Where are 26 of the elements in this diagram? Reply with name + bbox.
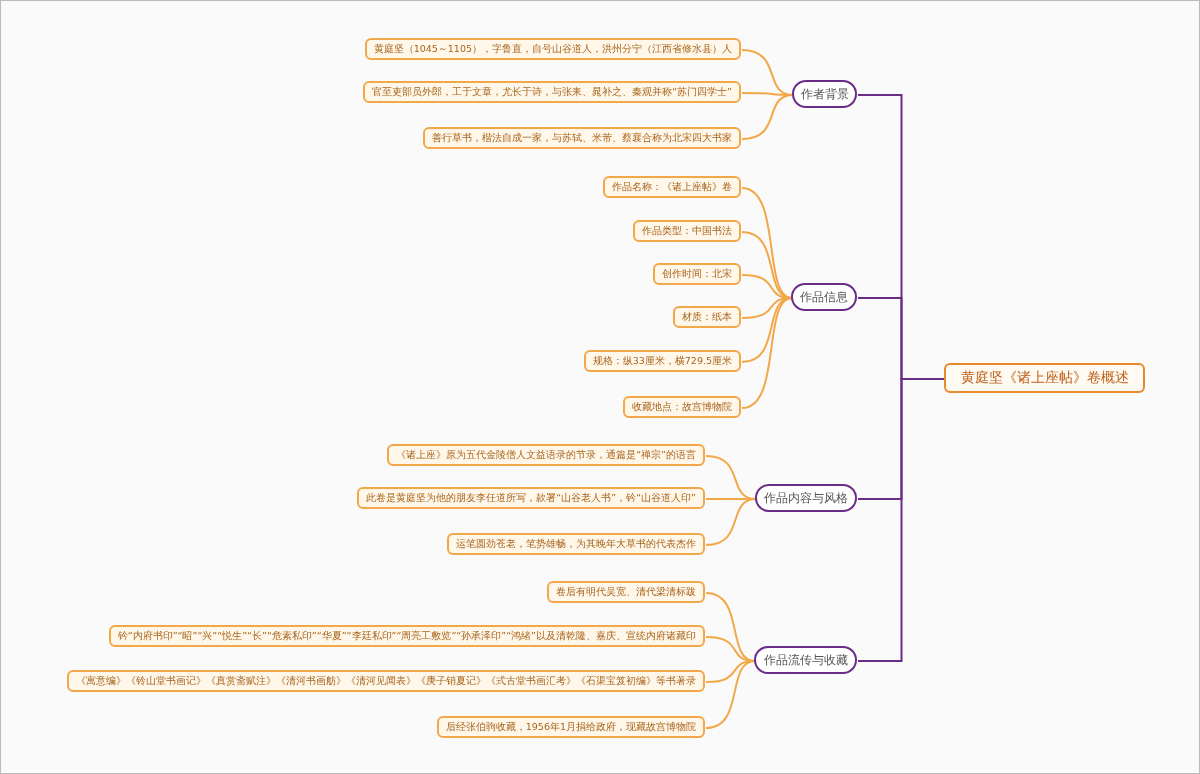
detail-box: 规格：纵33厘米，横729.5厘米: [583, 350, 741, 372]
detail-box: 作品类型：中国书法: [633, 220, 741, 242]
detail-box: 《寓意编》《铃山堂书画记》《真赏斋赋注》《清河书画舫》《清河见闻表》《庚子销夏记》《式古堂书画汇考》《石渠宝笈初编》等书著录: [67, 670, 705, 692]
branch-box: 作品信息: [791, 283, 857, 311]
connector-line: [705, 498, 757, 546]
detail-box: 材质：纸本: [673, 306, 741, 328]
detail-box: 此卷是黄庭坚为他的朋友李任道所写，款署“山谷老人书”，钤“山谷道人印”: [357, 487, 705, 509]
branch-box: 作品流传与收藏: [754, 646, 857, 674]
detail-box: 善行草书，楷法自成一家，与苏轼、米芾、蔡襄合称为北宋四大书家: [423, 127, 741, 149]
detail-box: 运笔圆劲苍老，笔势雄畅，为其晚年大草书的代表杰作: [447, 533, 705, 555]
branch-box: 作者背景: [792, 80, 857, 108]
connector-line: [741, 94, 794, 140]
detail-box: 作品名称：《诸上座帖》卷: [603, 176, 741, 198]
detail-box: 黄庭坚（1045～1105），字鲁直，自号山谷道人，洪州分宁（江西省修水县）人: [364, 38, 741, 60]
detail-box: 创作时间：北宋: [653, 263, 741, 285]
detail-box: 收藏地点：故宫博物院: [623, 396, 741, 418]
connector-line: [741, 297, 793, 409]
connector-line: [857, 378, 946, 662]
topic-box: 黄庭坚《诸上座帖》卷概述: [944, 363, 1145, 393]
detail-box: 后经张伯驹收藏，1956年1月捐给政府，现藏故宫博物院: [436, 716, 705, 738]
detail-box: 官至吏部员外郎，工于文章，尤长于诗，与张耒、晁补之、秦观并称“苏门四学士”: [363, 81, 741, 103]
detail-box: 《诸上座》原为五代金陵僧人文益语录的节录，通篇是“禅宗”的语言: [387, 444, 705, 466]
branch-box: 作品内容与风格: [755, 484, 857, 512]
detail-box: 钤“内府书印”“昭”“兴”“悦生”“长”“危素私印”“华夏”“李廷私印”“周亮工敷览”“孙承泽印”“鸿绪”以及清乾隆、嘉庆、宣统内府诸藏印: [108, 625, 705, 647]
connector-line: [705, 660, 756, 729]
detail-box: 卷后有明代吴宽、清代梁清标跋: [547, 581, 705, 603]
